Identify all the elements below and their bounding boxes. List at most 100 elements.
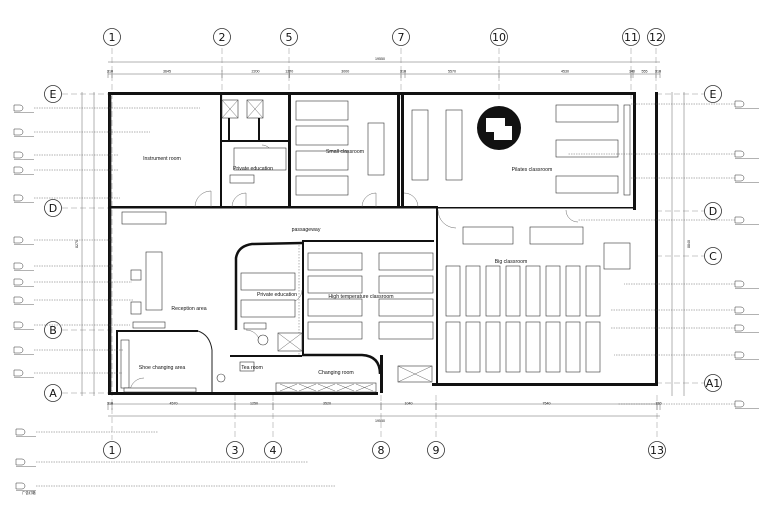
outer-walls	[108, 92, 658, 395]
label-changing-room: Changing room	[318, 370, 353, 376]
dim-total-bottom: 19550	[375, 419, 385, 423]
label-high-temperature-classroom: High temperature classroom	[328, 294, 393, 300]
dim-top-seg-8: 140	[629, 70, 635, 74]
svg-text:8: 8	[378, 444, 385, 457]
axis-bottom-8: 8	[372, 441, 390, 459]
tag-right-2	[630, 174, 759, 183]
dim-top-seg-0: 310	[107, 70, 113, 74]
mat	[525, 265, 541, 317]
axis-left-D: D	[44, 199, 62, 217]
dim-bottom-seg-2: 1250	[250, 402, 258, 406]
axis-right-E: E	[704, 85, 722, 103]
axis-right-D: D	[704, 202, 722, 220]
label-pilates-classroom: Pilates classroom	[512, 167, 553, 173]
svg-text:13: 13	[650, 444, 664, 457]
axis-bottom-9: 9	[427, 441, 445, 459]
reception-furniture	[130, 251, 166, 329]
tag-left-9	[13, 321, 130, 330]
axis-right-C: C	[704, 247, 722, 265]
axis-left-E: E	[44, 85, 62, 103]
axis-top-11: 11	[622, 28, 640, 46]
label-tea-room: Tea room	[241, 365, 263, 371]
svg-text:10: 10	[492, 31, 506, 44]
axis-left-B: B	[44, 321, 62, 339]
left-material-tags	[13, 104, 200, 378]
label-private-education: Private education	[257, 292, 297, 298]
grid-lines	[62, 48, 705, 440]
tag-left-10	[13, 346, 124, 355]
dim-top-seg-4: 3000	[341, 70, 349, 74]
label-private-education-top: Private education	[233, 166, 273, 172]
tag-right-0	[630, 100, 759, 109]
svg-text:E: E	[710, 88, 717, 101]
mat-grid	[445, 265, 601, 373]
dim-top-seg-5: 310	[400, 70, 406, 74]
high-temp-classroom-furniture	[298, 245, 434, 355]
mat	[565, 265, 581, 317]
dim-top-seg-1: 3645	[163, 70, 171, 74]
tag-left-0	[15, 428, 158, 437]
dim-top-seg-10: 310	[655, 70, 661, 74]
tag-left-4	[13, 194, 120, 203]
svg-text:B: B	[49, 324, 57, 337]
dim-left-total: 8270	[75, 240, 79, 248]
axis-top-2: 2	[213, 28, 231, 46]
mat	[525, 321, 541, 373]
dim-bottom-seg-6: 310	[656, 402, 662, 406]
svg-text:E: E	[50, 88, 57, 101]
dim-top-seg-2: 2200	[252, 70, 260, 74]
axis-top-12: 12	[647, 28, 665, 46]
axis-right-A1: A1	[704, 374, 722, 392]
mat	[445, 265, 461, 317]
mat	[585, 321, 601, 373]
mat	[465, 321, 481, 373]
mat	[545, 265, 561, 317]
svg-text:4: 4	[270, 444, 277, 457]
tag-right-1	[568, 150, 759, 159]
dim-bottom-seg-3: 3520	[323, 402, 331, 406]
axis-top-5: 5	[280, 28, 298, 46]
svg-text:A1: A1	[706, 377, 721, 390]
dim-bottom-seg-5: 7540	[543, 402, 551, 406]
tag-left-0	[13, 104, 200, 113]
label-passageway: passageway	[292, 227, 321, 233]
mat	[565, 321, 581, 373]
tag-right-7	[614, 351, 759, 360]
plant-icon	[216, 373, 226, 383]
dim-right-total: 8840	[687, 240, 691, 248]
tag-left-7	[13, 278, 132, 287]
dim-top-seg-7: 4530	[561, 70, 569, 74]
tag-right-3	[578, 216, 759, 225]
bottom-material-tags	[15, 428, 336, 491]
tag-left-1	[13, 128, 150, 137]
dim-top-seg-9: 555	[642, 70, 648, 74]
svg-text:A: A	[49, 387, 57, 400]
svg-text:1: 1	[109, 31, 116, 44]
svg-text:1: 1	[109, 444, 116, 457]
label-instrument-room: Instrument room	[143, 156, 181, 162]
tag-right-8	[618, 400, 759, 409]
label-big-classroom: Big classroom	[495, 259, 528, 265]
svg-text:11: 11	[624, 31, 638, 44]
tag-left-11	[13, 369, 122, 378]
bottom-label: 广告灯箱	[22, 490, 36, 495]
dim-total-top: 19550	[375, 57, 385, 61]
axis-bottom-1: 1	[103, 441, 121, 459]
instrument-room	[121, 99, 264, 225]
tag-right-5	[610, 306, 759, 315]
curved-walls	[197, 241, 382, 392]
axis-bottom-13: 13	[648, 441, 666, 459]
big-classroom-furniture	[445, 226, 631, 373]
interior-walls	[108, 95, 633, 393]
axis-top-1: 1	[103, 28, 121, 46]
axis-bottom-4: 4	[264, 441, 282, 459]
dim-bottom-seg-1: 4570	[170, 402, 178, 406]
right-material-tags	[568, 100, 759, 409]
small-classroom-furniture	[295, 100, 385, 196]
mat	[505, 321, 521, 373]
dim-top-seg-6: 5570	[448, 70, 456, 74]
